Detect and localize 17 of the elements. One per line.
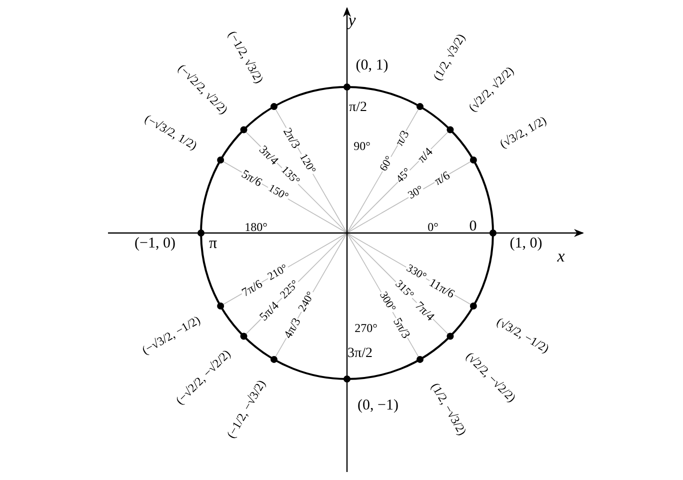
- angle-label: π/6: [432, 168, 453, 188]
- axis-label: x: [556, 248, 566, 264]
- angle-label: 7π/6: [238, 276, 265, 300]
- coordinate-label: (0, 1): [354, 58, 390, 74]
- coordinate-label: (0, −1): [356, 398, 400, 414]
- degree-label: 180°: [244, 221, 268, 233]
- degree-label: 0°: [426, 221, 440, 233]
- coordinate-label: (1, 0): [508, 236, 544, 252]
- coordinate-label: (√3/2, 1/2): [496, 113, 549, 150]
- axis-label: y: [347, 12, 357, 28]
- angle-label: π/2: [348, 101, 368, 115]
- degree-label: 90°: [352, 140, 372, 152]
- degree-label: 270°: [354, 322, 378, 334]
- coordinate-label: (−1, 0): [134, 236, 176, 252]
- angle-label: 0: [468, 220, 478, 234]
- angle-label: π: [208, 236, 218, 252]
- angle-label: 3π/2: [346, 347, 374, 361]
